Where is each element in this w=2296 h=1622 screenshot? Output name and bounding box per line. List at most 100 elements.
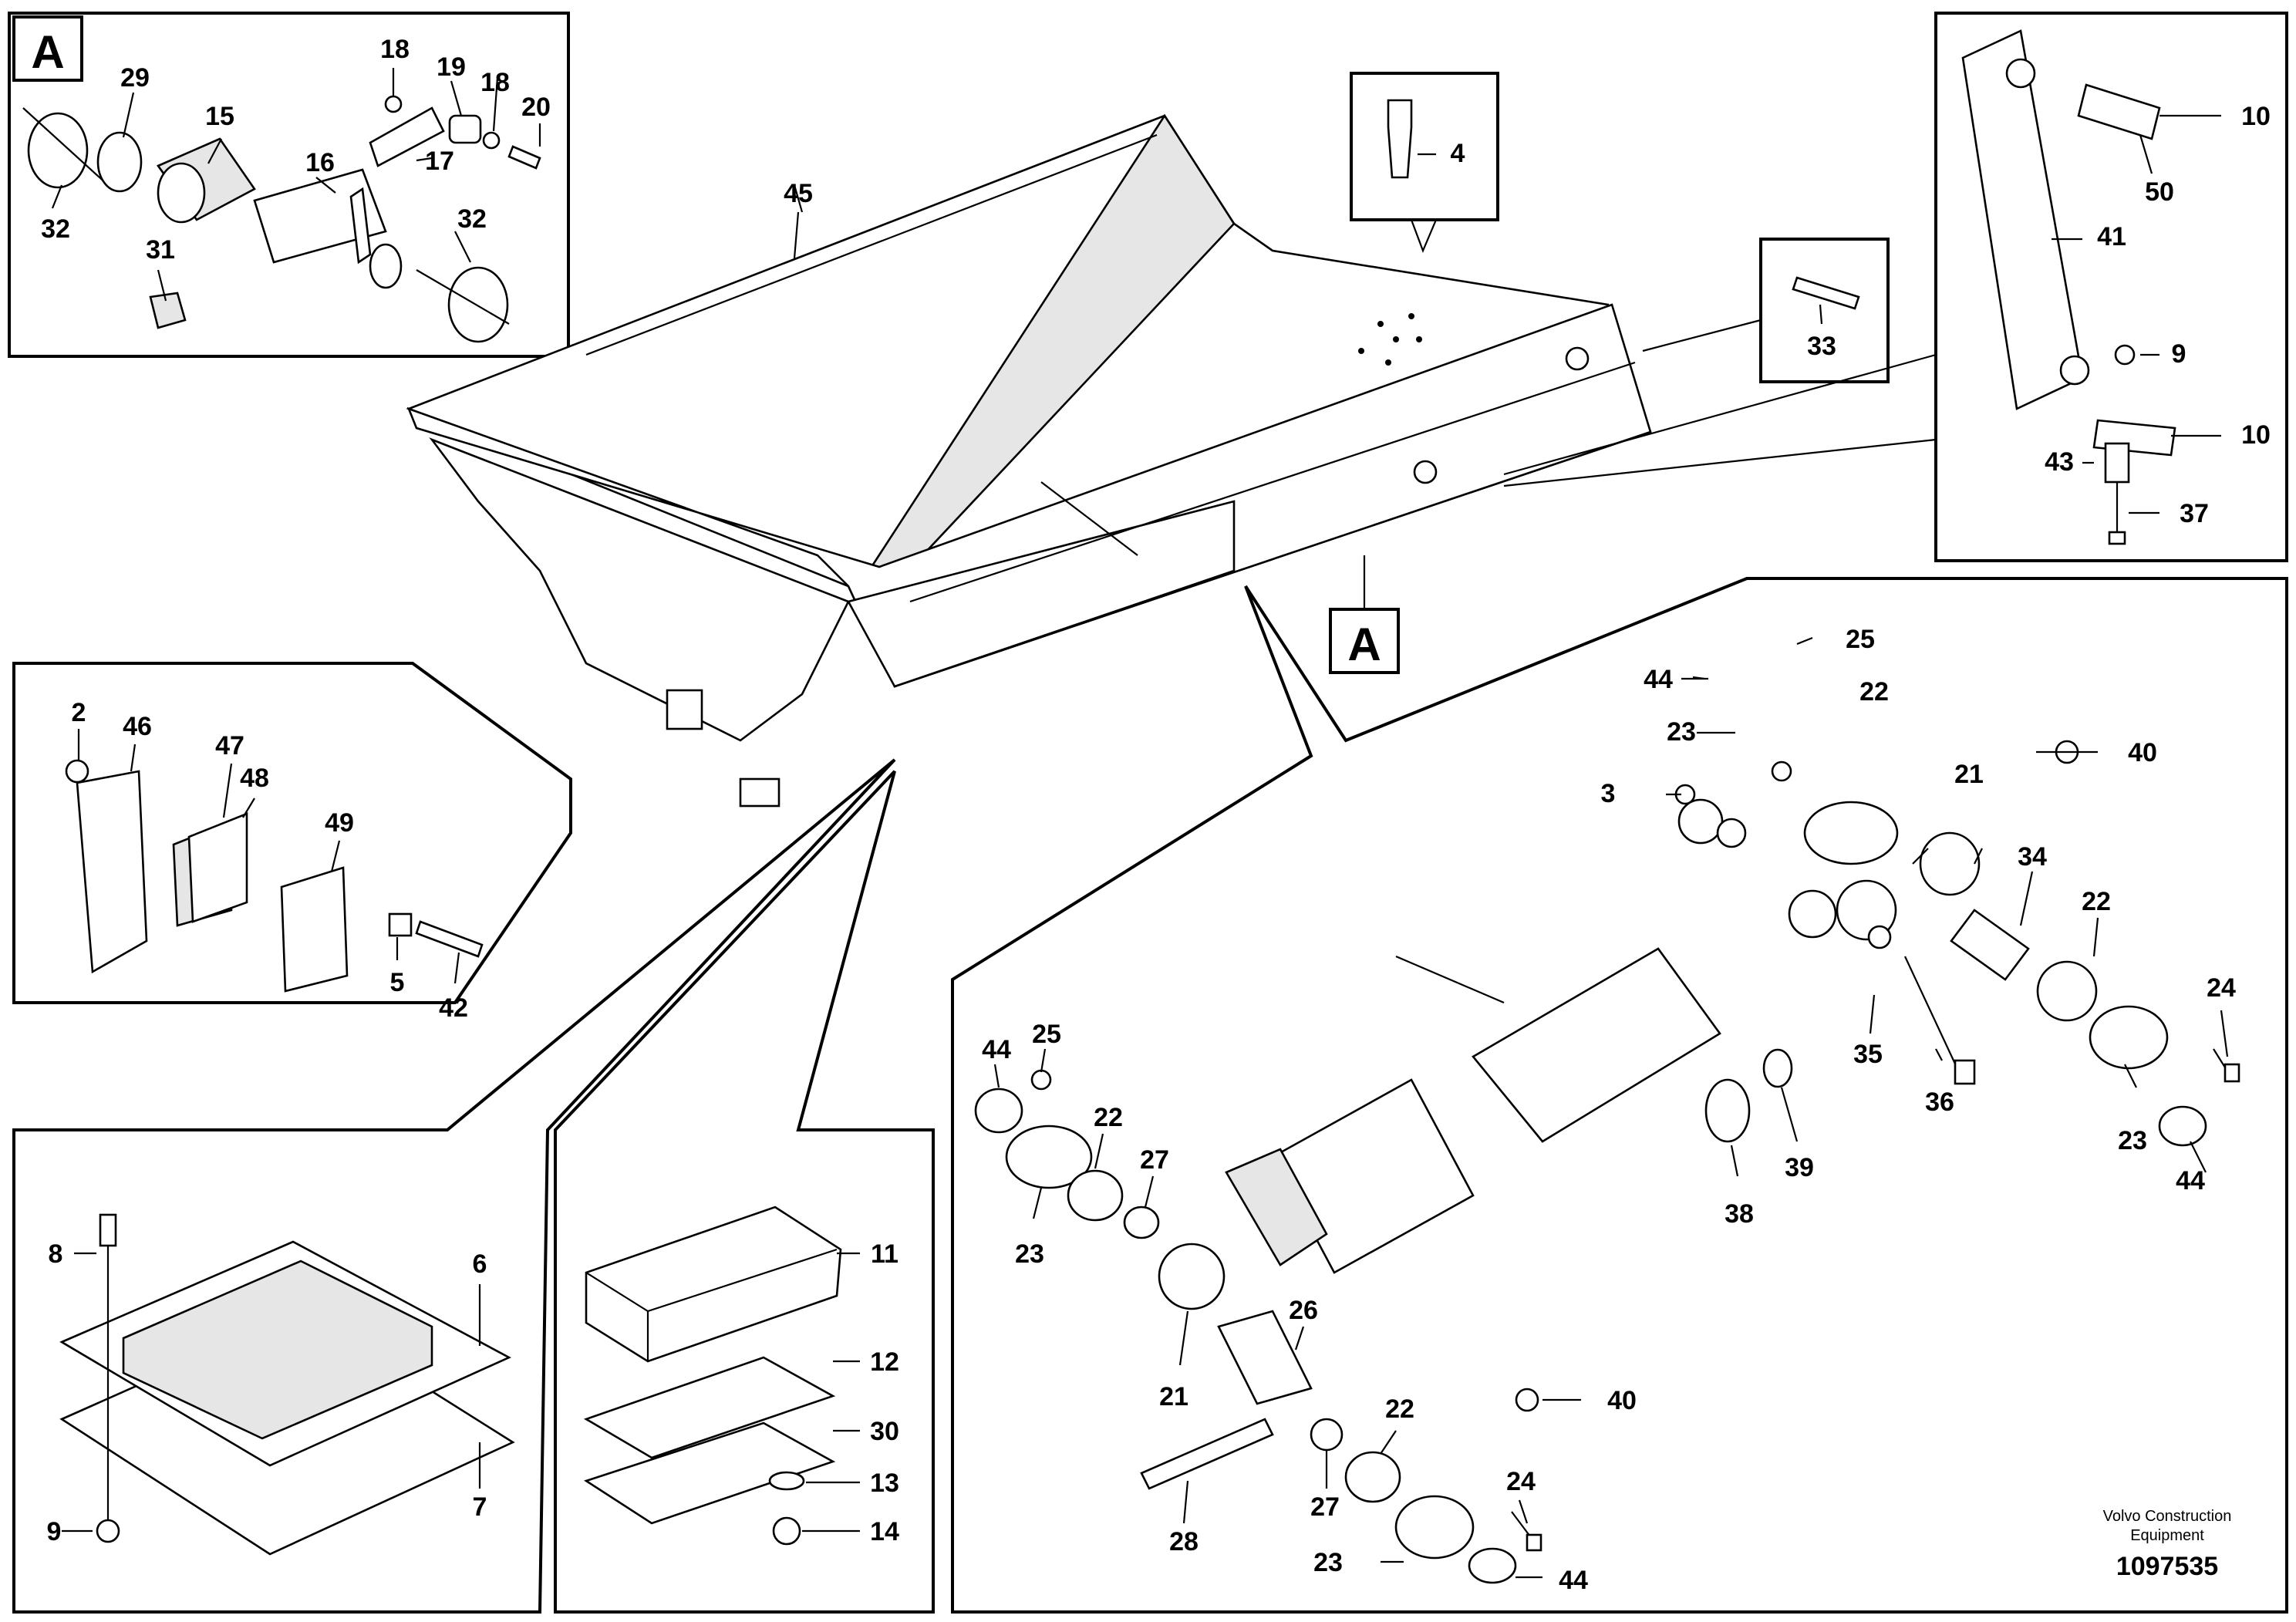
nut-14 bbox=[772, 1516, 801, 1546]
callout-24-right: 24 bbox=[2207, 973, 2236, 1003]
callout-42: 42 bbox=[439, 993, 468, 1023]
footer: Volvo Construction Equipment 1097535 bbox=[2103, 1508, 2232, 1581]
callout-32-right: 32 bbox=[457, 204, 487, 234]
plug-38 bbox=[1704, 1078, 1751, 1143]
callout-7: 7 bbox=[473, 1492, 487, 1522]
detail-a-label: A bbox=[31, 26, 64, 78]
callout-12: 12 bbox=[870, 1347, 899, 1377]
callout-6: 6 bbox=[473, 1249, 487, 1279]
callout-27-bottom: 27 bbox=[1310, 1492, 1340, 1522]
callout-9-right: 9 bbox=[2172, 339, 2186, 369]
callout-11: 11 bbox=[871, 1239, 899, 1269]
detail-a-reference: A bbox=[1329, 555, 1400, 674]
detail-a-panel: A bbox=[8, 12, 570, 358]
callout-37: 37 bbox=[2180, 499, 2209, 528]
callout-17: 17 bbox=[425, 147, 454, 176]
o-ring-44-top bbox=[1677, 798, 1724, 845]
callout-14: 14 bbox=[870, 1517, 899, 1546]
callout-23-right: 23 bbox=[2118, 1126, 2147, 1155]
callout-48: 48 bbox=[240, 764, 269, 793]
ring-23-bottom bbox=[1394, 1495, 1475, 1560]
link-panel: 10 50 41 9 10 43 37 bbox=[1503, 12, 2288, 562]
plate-12 bbox=[583, 1356, 836, 1459]
o-ring-32-right bbox=[447, 266, 509, 343]
callout-23-bottom: 23 bbox=[1313, 1548, 1343, 1577]
washer-29 bbox=[96, 131, 143, 193]
o-ring-44-bottom bbox=[1468, 1547, 1517, 1584]
plate-30 bbox=[584, 1421, 836, 1525]
callout-44-left: 44 bbox=[982, 1035, 1011, 1064]
callout-24-bottom: 24 bbox=[1506, 1467, 1536, 1496]
pad-panel: 2 46 47 48 49 5 42 bbox=[12, 662, 572, 1023]
callout-27-left: 27 bbox=[1140, 1145, 1169, 1175]
callout-49: 49 bbox=[325, 808, 354, 838]
spacer-19 bbox=[448, 114, 482, 144]
callout-31: 31 bbox=[146, 235, 175, 265]
bolt-8 bbox=[99, 1213, 117, 1247]
bolt-28 bbox=[1140, 1418, 1274, 1490]
bolt-42 bbox=[415, 920, 484, 958]
callout-4: 4 bbox=[1451, 139, 1465, 168]
callout-44-bottom: 44 bbox=[1559, 1566, 1588, 1595]
callout-20: 20 bbox=[521, 93, 551, 122]
bolt-37 bbox=[2108, 531, 2126, 545]
cylinder-panel: 25 44 22 23 40 3 21 34 22 24 35 36 23 44… bbox=[951, 577, 2288, 1614]
callout-22-bottom: 22 bbox=[1385, 1394, 1414, 1424]
bolt-25-left bbox=[1030, 1069, 1052, 1091]
callout-46: 46 bbox=[123, 712, 152, 741]
bolt-4 bbox=[1387, 99, 1413, 179]
callout-43: 43 bbox=[2045, 447, 2074, 477]
nut-3b bbox=[1867, 925, 1892, 949]
footer-brand-line2: Equipment bbox=[2130, 1527, 2204, 1544]
spacer-5 bbox=[388, 912, 413, 937]
callout-41: 41 bbox=[2097, 222, 2126, 251]
callout-18-left: 18 bbox=[380, 35, 410, 64]
bolt-24-right bbox=[2224, 1063, 2240, 1083]
footer-brand-line1: Volvo Construction bbox=[2103, 1508, 2232, 1525]
spacer-43 bbox=[2104, 442, 2130, 484]
bolt-36 bbox=[1954, 1059, 1976, 1085]
dump-pad-location bbox=[739, 777, 781, 808]
detail-a-reference-label: A bbox=[1347, 619, 1381, 670]
bolt-25-top bbox=[1771, 760, 1792, 782]
callout-28: 28 bbox=[1169, 1527, 1199, 1556]
o-ring-44-right bbox=[2158, 1105, 2207, 1147]
seal-22-bottom bbox=[1344, 1451, 1401, 1503]
callout-22-left: 22 bbox=[1094, 1103, 1123, 1132]
o-ring-32 bbox=[27, 112, 89, 189]
o-ring-44-left bbox=[974, 1088, 1023, 1134]
shim-48 bbox=[187, 812, 248, 923]
bushing-21-right bbox=[1919, 831, 1981, 896]
callout-10-bottom: 10 bbox=[2241, 420, 2271, 450]
callout-33: 33 bbox=[1807, 332, 1836, 361]
pin-34 bbox=[1950, 909, 2030, 981]
cylinder-1 bbox=[1472, 947, 1721, 1143]
footer-code: 1097535 bbox=[2116, 1552, 2218, 1581]
plate-panel: 8 6 7 9 bbox=[12, 758, 896, 1614]
bushing-21-left bbox=[1158, 1243, 1226, 1310]
dump-body-illustration bbox=[406, 113, 1652, 808]
plate-46 bbox=[76, 770, 148, 974]
bolt-33 bbox=[1792, 276, 1860, 310]
callout-18-right: 18 bbox=[480, 68, 510, 97]
callout-45: 45 bbox=[784, 179, 813, 208]
callout-34: 34 bbox=[2018, 842, 2047, 872]
ring-23-right bbox=[2089, 1005, 2169, 1070]
callout-22-right: 22 bbox=[2082, 887, 2111, 916]
callout-2: 2 bbox=[72, 698, 86, 727]
nut-9 bbox=[96, 1519, 120, 1543]
bolt-4-panel: 4 bbox=[1350, 72, 1499, 253]
callout-10-top: 10 bbox=[2241, 102, 2271, 131]
callout-40-top: 40 bbox=[2128, 738, 2157, 767]
callout-39: 39 bbox=[1785, 1153, 1814, 1182]
bolt-20 bbox=[507, 145, 541, 170]
callout-32-left: 32 bbox=[41, 214, 70, 244]
callout-13: 13 bbox=[870, 1469, 899, 1498]
plate-17 bbox=[369, 106, 445, 167]
callout-5: 5 bbox=[390, 968, 405, 997]
dump-body-callouts: 45 bbox=[784, 179, 813, 259]
callout-21-right: 21 bbox=[1954, 760, 1984, 789]
washer-13 bbox=[768, 1471, 805, 1491]
callout-47: 47 bbox=[215, 731, 244, 760]
